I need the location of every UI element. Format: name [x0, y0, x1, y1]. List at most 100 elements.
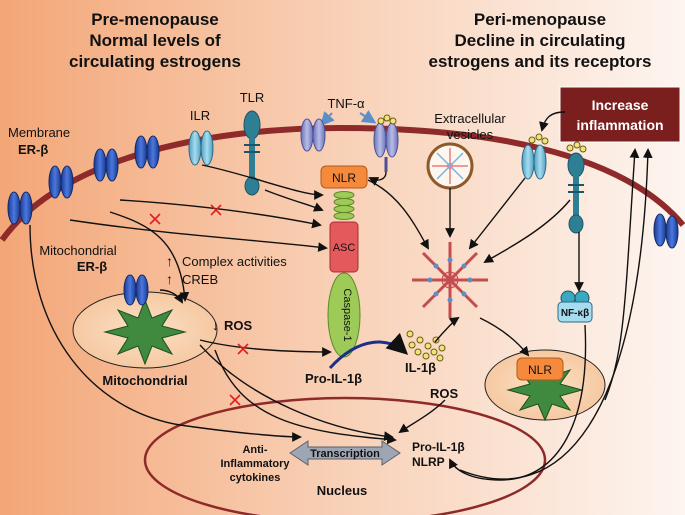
il1b-to-cytokine-arrow	[434, 316, 460, 343]
inhibition-x	[229, 394, 241, 406]
er-to-nucleus-arrow	[29, 224, 302, 442]
svg-text:Complex activities: Complex activities	[182, 254, 287, 269]
cytokine-cluster	[412, 242, 488, 318]
nlr-coil	[333, 191, 355, 220]
svg-text:Increase: Increase	[592, 97, 649, 113]
svg-text:inflammation: inflammation	[576, 117, 663, 133]
receptor-to-cytokine-arrow	[468, 177, 526, 250]
extracellular-vesicles-label: Extracellular vesicles	[434, 111, 506, 142]
er-receptor	[653, 213, 679, 249]
svg-text:Extracellular: Extracellular	[434, 111, 506, 126]
svg-text:ROS: ROS	[224, 318, 253, 333]
cell-membrane	[0, 124, 685, 242]
nf-kb: NF-κβ	[557, 290, 593, 323]
asc-box: ASC	[329, 221, 359, 273]
er-to-asc-arrow	[119, 199, 322, 229]
svg-text:Pre-menopause: Pre-menopause	[91, 10, 219, 29]
complex-activities: ↑ Complex activities	[166, 253, 287, 269]
svg-text:Inflammatory: Inflammatory	[220, 458, 290, 470]
svg-text:↓: ↓	[212, 317, 219, 333]
tnf-arrow-left	[320, 111, 335, 127]
caspase-1: Caspase-1	[327, 272, 361, 358]
tnf-to-nlr-arrow	[368, 171, 387, 186]
mito-to-nucleus-arrow-2	[214, 349, 397, 445]
transcription-arrow: Transcription	[289, 440, 401, 466]
nlr-to-cytokine-arrow	[367, 179, 429, 250]
mito-to-nucleus-arrow	[199, 344, 394, 441]
er-receptor	[93, 148, 119, 182]
svg-text:NF-κβ: NF-κβ	[561, 308, 589, 319]
er-receptor	[48, 165, 74, 199]
svg-text:ER-β: ER-β	[18, 142, 48, 157]
nucleus	[143, 396, 547, 515]
membrane-er-beta-label: Membrane ER-β	[8, 125, 70, 157]
tnf-receptor-bound	[373, 114, 399, 172]
right-title: Peri-menopause Decline in circulating es…	[429, 10, 652, 71]
pathway-arrows	[29, 111, 653, 481]
svg-text:NLRP: NLRP	[412, 455, 445, 469]
svg-text:estrogens and its receptors: estrogens and its receptors	[429, 52, 652, 71]
inhibition-x	[237, 343, 249, 355]
svg-text:Membrane: Membrane	[8, 125, 70, 140]
svg-text:Decline in circulating: Decline in circulating	[455, 31, 626, 50]
il1b-particles	[406, 330, 446, 362]
er-to-mito-arrow	[109, 211, 190, 302]
increase-inflammation-box: Increase inflammation	[559, 86, 681, 143]
svg-text:NLR: NLR	[528, 363, 552, 377]
ros-label: ROS	[430, 386, 459, 401]
tlr-label: TLR	[240, 90, 265, 105]
er-receptor	[7, 191, 33, 225]
mitochondrial-er-beta-label: Mitochondrial ER-β	[39, 243, 116, 274]
mitochondria	[72, 291, 218, 369]
er-to-asc-arrow-2	[69, 219, 328, 252]
cytokine-to-nlr-arrow	[479, 317, 530, 357]
er-receptor	[134, 135, 160, 169]
svg-text:↑: ↑	[166, 253, 173, 269]
svg-text:Anti-: Anti-	[242, 444, 267, 456]
nucleus-label: Nucleus	[317, 483, 368, 498]
svg-text:Caspase-1: Caspase-1	[341, 288, 353, 341]
tlr-to-cytokine-arrow	[483, 199, 571, 264]
inhibition-marks	[149, 204, 249, 406]
svg-text:↑: ↑	[166, 271, 173, 287]
caspase-cleavage-arrow	[328, 332, 409, 370]
svg-text:vesicles: vesicles	[447, 127, 494, 142]
nucleus-to-inflammation-arrow	[459, 148, 653, 480]
svg-text:Normal levels of: Normal levels of	[89, 31, 221, 50]
svg-text:Mitochondrial: Mitochondrial	[39, 243, 116, 258]
ros-to-nucleus-arrow	[398, 399, 446, 434]
svg-text:Pro-IL-1β: Pro-IL-1β	[412, 440, 465, 454]
pro-il1b-nlrp-label: Pro-IL-1β NLRP	[412, 440, 465, 469]
svg-text:NLR: NLR	[332, 171, 356, 185]
tnf-alpha-label: TNF-α	[327, 96, 365, 111]
tnf-receptor	[300, 118, 326, 152]
svg-text:ASC: ASC	[333, 242, 356, 254]
mito-to-inflammation-arrow	[604, 148, 640, 401]
svg-text:Peri-menopause: Peri-menopause	[474, 10, 606, 29]
inhibition-x	[149, 213, 161, 225]
inhibition-x	[210, 204, 222, 216]
tlr-to-nlr-arrow	[264, 189, 324, 212]
mito-er-arrow	[159, 289, 183, 304]
il1b-label: IL-1β	[405, 360, 436, 375]
mitochondrial-er-receptor	[123, 274, 149, 306]
left-title: Pre-menopause Normal levels of circulati…	[69, 10, 241, 71]
ros-decrease: ↓ ROS	[212, 317, 253, 333]
svg-text:circulating estrogens: circulating estrogens	[69, 52, 241, 71]
tlr-receptor-bound	[566, 141, 587, 234]
svg-text:cytokines: cytokines	[230, 472, 281, 484]
tnf-arrow-right	[359, 110, 377, 124]
svg-text:ER-β: ER-β	[77, 259, 107, 274]
nlr-box: NLR	[320, 165, 368, 189]
ilr-receptor-bound	[521, 133, 549, 180]
creb: ↑ CREB	[166, 271, 218, 287]
ros-to-caspase-arrow	[199, 339, 332, 357]
extracellular-vesicle	[426, 142, 474, 190]
ilr-label: ILR	[190, 108, 210, 123]
inflammation-to-receptor-arrow	[539, 111, 566, 132]
nfkb-to-nucleus-arrow	[449, 324, 587, 481]
pro-il1b-label: Pro-IL-1β	[305, 371, 362, 386]
svg-text:Transcription: Transcription	[310, 448, 380, 460]
